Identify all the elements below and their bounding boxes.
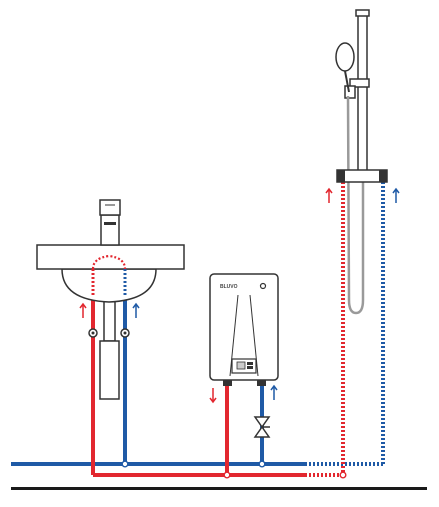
shower-hose — [346, 95, 365, 315]
pipe-junctions — [121, 460, 347, 479]
shower-head — [335, 42, 355, 72]
shower-icon — [335, 9, 388, 315]
basin-angle-valves — [88, 328, 130, 338]
heater-indicator-icon — [259, 282, 267, 290]
washbasin-icon — [36, 244, 185, 303]
arrow-up-icon — [79, 302, 87, 318]
arrow-down-icon — [209, 388, 217, 404]
faucet-icon — [99, 199, 121, 246]
shower-slide-rail — [357, 13, 368, 175]
arrow-up-icon — [132, 302, 140, 318]
arrow-up-icon — [392, 187, 400, 203]
floor-line — [11, 487, 427, 490]
basin-drain-trap — [99, 295, 120, 400]
arrow-up-icon — [270, 384, 278, 400]
heater-brand-label: BLUVO — [220, 284, 238, 290]
arrow-up-icon — [325, 187, 333, 203]
water-heater-icon: BLUVO — [209, 273, 279, 386]
valve-icon — [253, 416, 271, 438]
